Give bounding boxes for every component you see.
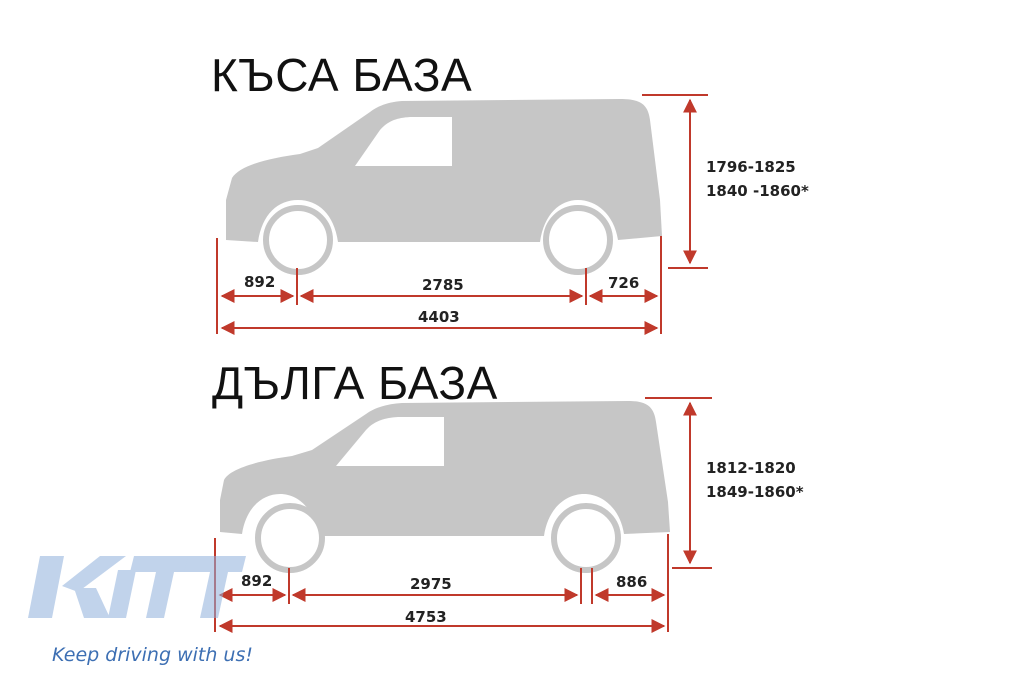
long-height-line1: 1812-1820 xyxy=(706,459,796,477)
long-van-silhouette xyxy=(220,401,670,573)
short-van-front-wheel xyxy=(263,205,333,275)
kitt-logo xyxy=(28,556,246,618)
long-height-labels: 1812-1820 1849-1860* xyxy=(706,456,804,504)
short-height-labels: 1796-1825 1840 -1860* xyxy=(706,155,809,203)
logo-tagline: Keep driving with us! xyxy=(52,644,253,666)
short-front-overhang-label: 892 xyxy=(244,273,275,291)
long-height-line2: 1849-1860* xyxy=(706,483,804,501)
short-height-line2: 1840 -1860* xyxy=(706,182,809,200)
short-total-length-label: 4403 xyxy=(418,308,460,326)
long-dimension-lines xyxy=(214,397,712,633)
long-total-length-label: 4753 xyxy=(405,608,447,626)
long-van-body xyxy=(220,401,670,536)
long-van-front-wheel xyxy=(255,503,325,573)
short-height-line1: 1796-1825 xyxy=(706,158,796,176)
long-van-window xyxy=(336,417,444,466)
long-front-overhang-label: 892 xyxy=(241,572,272,590)
long-base-title: ДЪЛГА БАЗА xyxy=(212,357,498,409)
short-base-title: КЪСА БАЗА xyxy=(211,49,473,101)
short-rear-overhang-label: 726 xyxy=(608,274,639,292)
short-dimension-lines xyxy=(216,94,708,335)
short-van-body xyxy=(226,99,662,242)
short-van-rear-wheel xyxy=(543,205,613,275)
short-wheelbase-label: 2785 xyxy=(422,276,464,294)
long-rear-overhang-label: 886 xyxy=(616,573,647,591)
long-wheelbase-label: 2975 xyxy=(410,575,452,593)
long-van-rear-wheel xyxy=(551,503,621,573)
short-van-silhouette xyxy=(226,99,662,275)
short-van-window xyxy=(355,117,452,166)
